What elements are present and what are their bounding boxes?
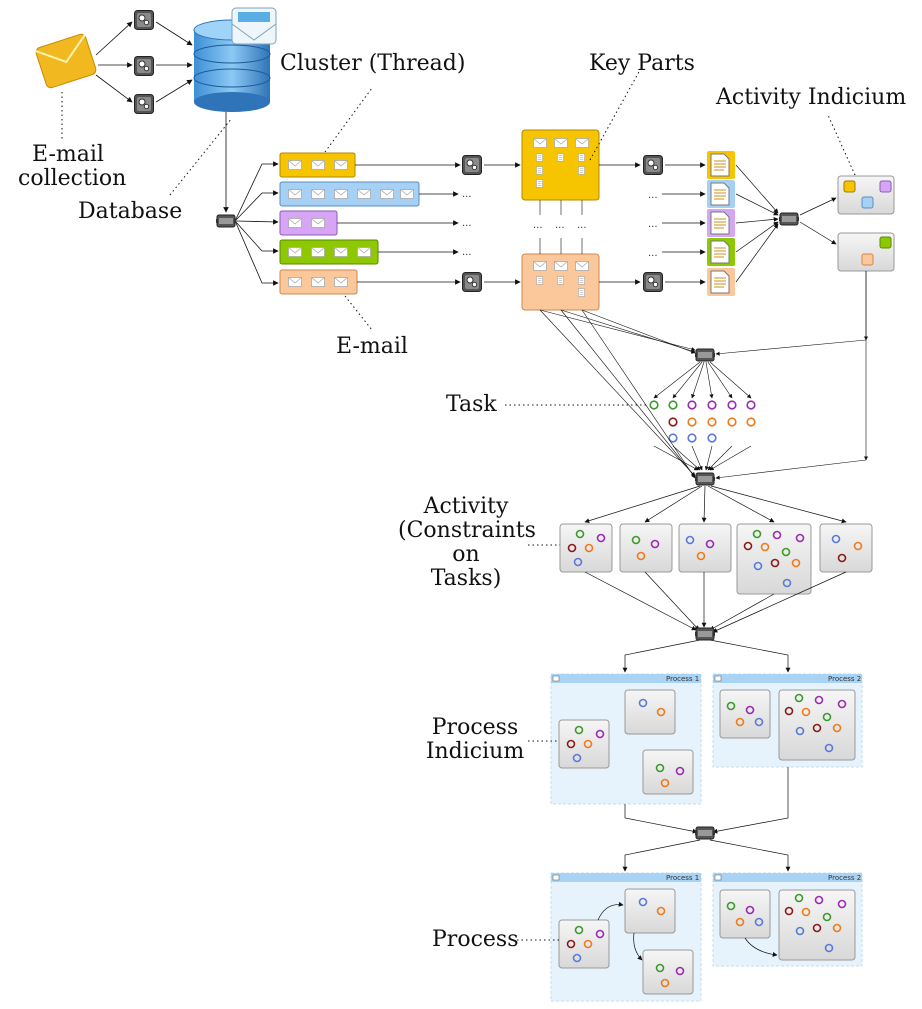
- svg-text:...: ...: [555, 220, 565, 231]
- svg-text:...: ...: [648, 190, 658, 201]
- process-indicium-panel-2: Process 2: [712, 673, 863, 768]
- email-collection-label: E-mail collection: [18, 142, 127, 191]
- svg-text:...: ...: [648, 219, 658, 230]
- merge-icon: [216, 214, 236, 228]
- key-parts-yellow: [521, 129, 600, 201]
- process-label: Process: [432, 927, 519, 952]
- email-collection-icon: [35, 33, 97, 89]
- key-parts-orange: [521, 253, 600, 311]
- svg-text:Process 2: Process 2: [828, 675, 861, 683]
- activity-indicium-box: [837, 175, 895, 272]
- process-panel-1: Process 1: [550, 872, 702, 1002]
- svg-text:...: ...: [462, 218, 472, 229]
- task-label: Task: [446, 392, 497, 417]
- svg-text:...: ...: [577, 220, 587, 231]
- cluster-rows: [279, 152, 420, 295]
- svg-text:Process 1: Process 1: [666, 874, 699, 882]
- svg-text:...: ...: [462, 189, 472, 200]
- email-label: E-mail: [336, 334, 408, 359]
- svg-text:Process 1: Process 1: [666, 675, 699, 683]
- process-panel-2: Process 2: [712, 872, 863, 967]
- cluster-label: Cluster (Thread): [280, 51, 466, 76]
- activity-indicium-label: Activity Indicium: [716, 85, 907, 110]
- svg-text:Process 2: Process 2: [828, 874, 861, 882]
- process-indicium-panel-1: Process 1: [550, 673, 702, 805]
- task-nodes: [649, 400, 756, 443]
- svg-text:...: ...: [462, 247, 472, 258]
- key-parts-label: Key Parts: [589, 51, 695, 76]
- activity-label: Activity (Constraints on Tasks): [398, 494, 536, 591]
- svg-text:...: ...: [533, 220, 543, 231]
- database-icon: [193, 7, 277, 112]
- gear-icon: [134, 10, 154, 114]
- database-label: Database: [78, 199, 183, 224]
- document-icon: [707, 151, 735, 296]
- process-indicium-label: Process Indicium: [425, 715, 525, 764]
- svg-text:...: ...: [648, 248, 658, 259]
